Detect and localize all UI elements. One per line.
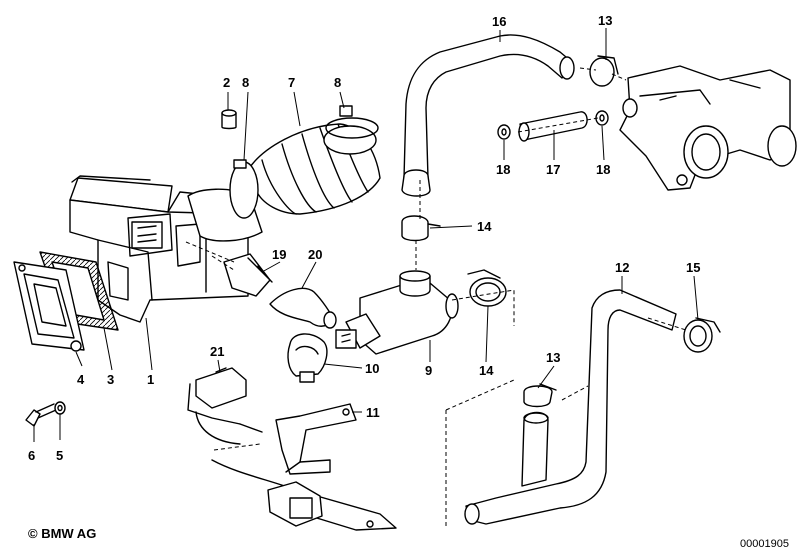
hose-12	[464, 289, 677, 525]
hose-clamp-13-top	[589, 55, 619, 87]
hose-clamp-14-upper	[401, 215, 441, 242]
hose-clamp-15	[683, 317, 721, 353]
hose-clamp-13-lower	[523, 383, 557, 408]
callout-6: 6	[28, 448, 35, 463]
callout-3: 3	[107, 372, 114, 387]
screw-6	[25, 403, 57, 427]
callout-13-top: 13	[598, 13, 612, 28]
idle-valve-9	[335, 270, 459, 355]
callout-18-right: 18	[596, 162, 610, 177]
callout-18-left: 18	[496, 162, 510, 177]
callout-12: 12	[615, 260, 629, 275]
copyright-label: © BMW AG	[28, 526, 97, 541]
rubber-boot-20	[269, 287, 337, 329]
callout-8-left: 8	[242, 75, 249, 90]
intake-boot-7	[187, 123, 381, 242]
holder-10	[287, 333, 328, 383]
callout-1: 1	[147, 372, 154, 387]
callout-13-lower: 13	[546, 350, 560, 365]
callout-20: 20	[308, 247, 322, 262]
callout-5: 5	[56, 448, 63, 463]
connector-19	[223, 253, 273, 297]
callout-16: 16	[492, 14, 506, 29]
callout-17: 17	[546, 162, 560, 177]
sensor-21	[187, 367, 397, 531]
pipe-17	[518, 111, 588, 142]
callout-15: 15	[686, 260, 700, 275]
throttle-housing	[619, 65, 797, 191]
bracket-11	[275, 403, 357, 475]
callout-4: 4	[77, 372, 85, 387]
washer-18-right	[595, 110, 609, 126]
callout-14-upper: 14	[477, 219, 492, 234]
cover-4	[13, 261, 85, 352]
callout-9: 9	[425, 363, 432, 378]
callout-2: 2	[223, 75, 230, 90]
hose-16	[401, 34, 575, 197]
callout-21: 21	[210, 344, 224, 359]
hose-clamp-14-lower	[467, 269, 507, 307]
callout-8-right: 8	[334, 75, 341, 90]
hose-clamp-8-right	[325, 105, 379, 139]
washer-5	[54, 401, 66, 415]
hose-clamp-8-left	[229, 159, 259, 219]
callout-7: 7	[288, 75, 295, 90]
callout-19: 19	[272, 247, 286, 262]
plug-2	[221, 109, 237, 130]
document-number: 00001905	[740, 538, 789, 550]
callout-14-lower: 14	[479, 363, 494, 378]
callout-11: 11	[366, 405, 380, 420]
callout-10: 10	[365, 361, 379, 376]
washer-18-left	[497, 124, 511, 140]
